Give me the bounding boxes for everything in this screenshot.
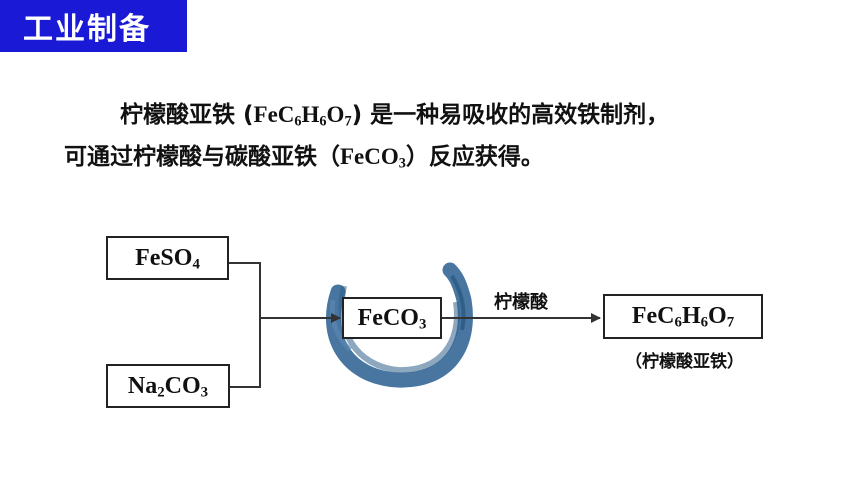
intro-formula-1-subscript: 6: [294, 113, 302, 130]
reactant-box-na2co3: Na2CO3: [106, 364, 230, 408]
intro-paragraph: 柠檬酸亚铁 (FeC6H6O7) 是一种易吸收的高效铁制剂， 可通过柠檬酸与碳酸…: [64, 94, 824, 178]
connector-bottom: [228, 386, 260, 388]
reactant-1-formula-text: FeSO: [135, 244, 193, 271]
intro-formula-2: FeCO3: [340, 144, 406, 172]
intermediate-formula-subscript: 3: [418, 316, 427, 333]
connector-vertical: [259, 262, 261, 388]
product-formula-text: O: [708, 303, 727, 329]
intro-line-2-after: ）反应获得。: [405, 144, 544, 170]
intro-formula-1-text: O: [326, 102, 345, 127]
title-bar: 工业制备: [0, 0, 187, 52]
product-formula-text: FeC: [631, 303, 675, 329]
intermediate-formula: FeCO3: [358, 305, 427, 332]
product-formula: FeC6H6O7: [632, 303, 734, 330]
reactant-box-feso4: FeSO4: [106, 236, 229, 280]
product-box: FeC6H6O7: [603, 294, 763, 339]
page-title: 工业制备: [23, 12, 151, 47]
intro-line-1: 柠檬酸亚铁 (FeC6H6O7) 是一种易吸收的高效铁制剂，: [64, 94, 824, 136]
connector-top: [228, 262, 260, 264]
reagent-label: 柠檬酸: [494, 292, 548, 313]
product-formula-subscript: 6: [700, 314, 709, 331]
product-formula-text: H: [681, 303, 701, 329]
intermediate-box-feco3: FeCO3: [342, 297, 442, 339]
intro-line-2-before: 可通过柠檬酸与碳酸亚铁（: [64, 144, 340, 170]
reactant-2-formula-text: CO: [164, 372, 201, 399]
product-formula-subscript: 7: [726, 314, 735, 331]
product-formula-subscript: 6: [674, 314, 682, 331]
intro-formula-1-subscript: 7: [344, 113, 352, 130]
intro-line-1-before: 柠檬酸亚铁 (: [120, 102, 254, 128]
reactant-2-formula-subscript: 3: [200, 384, 209, 401]
intro-line-2: 可通过柠檬酸与碳酸亚铁（FeCO3）反应获得。: [64, 136, 824, 178]
reactant-2-formula-text: Na: [127, 372, 158, 399]
reactant-2-formula-subscript: 2: [157, 384, 165, 401]
intro-formula-2-text: FeCO: [340, 144, 399, 169]
intro-formula-1-subscript: 6: [319, 113, 327, 130]
intro-formula-1-text: FeC: [253, 102, 295, 127]
reactant-2-formula: Na2CO3: [128, 373, 208, 400]
reactant-1-formula: FeSO4: [135, 245, 200, 272]
intro-formula-2-subscript: 3: [398, 155, 406, 172]
intermediate-formula-text: FeCO: [357, 304, 419, 331]
intro-line-1-after: ) 是一种易吸收的高效铁制剂，: [351, 102, 670, 128]
reactant-1-formula-subscript: 4: [192, 256, 200, 273]
product-name-label: （柠檬酸亚铁）: [625, 352, 744, 372]
intro-formula-1: FeC6H6O7: [253, 102, 352, 130]
intro-formula-1-text: H: [301, 102, 320, 127]
